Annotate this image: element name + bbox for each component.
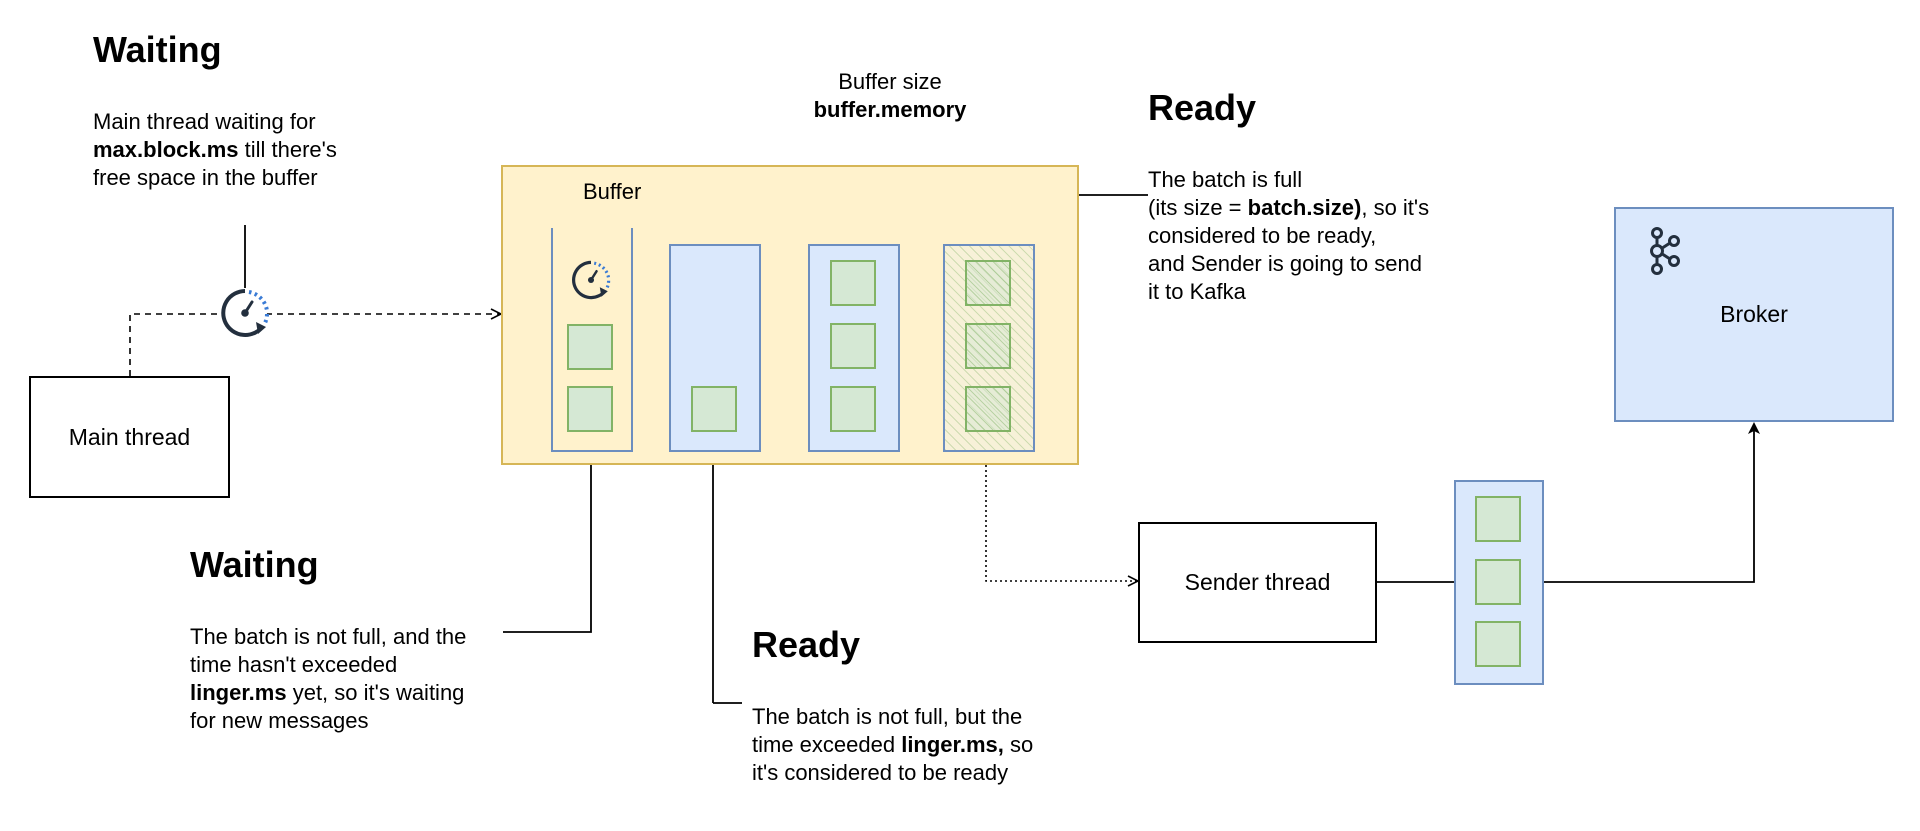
ready-linger-description: The batch is not full, but the time exce… — [752, 704, 1034, 785]
waiting-main-description: Main thread waiting for max.block.ms til… — [93, 109, 337, 190]
kafka-icon — [1650, 227, 1680, 275]
batch-to-sender-connector — [985, 450, 1138, 581]
message-block — [1475, 559, 1521, 605]
buffer-size-label: Buffer size buffer.memory — [813, 69, 967, 122]
batch-waiting[interactable] — [551, 228, 633, 452]
message-block — [1475, 621, 1521, 667]
waiting-batch-description: The batch is not full, and the time hasn… — [190, 624, 467, 733]
batch-in-flight[interactable] — [1454, 480, 1544, 685]
waiting-main-title: Waiting — [93, 29, 222, 70]
message-block — [965, 323, 1011, 369]
message-block — [567, 386, 613, 432]
waiting-batch-arrow — [503, 447, 597, 633]
message-block — [830, 260, 876, 306]
main-thread-label: Main thread — [68, 423, 191, 450]
message-block — [965, 260, 1011, 306]
sender-thread-box[interactable]: Sender thread — [1138, 522, 1377, 643]
buffer-label: Buffer — [583, 179, 642, 204]
timer-icon — [572, 260, 611, 300]
batch-ready-full[interactable] — [943, 244, 1035, 452]
message-block — [567, 324, 613, 370]
sender-thread-label: Sender thread — [1184, 569, 1331, 595]
broker-label: Broker — [1720, 301, 1788, 327]
batch-ready-linger[interactable] — [669, 244, 761, 452]
batch-filling[interactable] — [808, 244, 900, 452]
timer-icon — [221, 289, 269, 337]
ready-full-title: Ready — [1148, 87, 1257, 128]
ready-full-description: The batch is full (its size = batch.size… — [1148, 167, 1430, 304]
waiting-batch-title: Waiting — [190, 544, 319, 585]
main-to-buffer-connector — [129, 314, 501, 376]
ready-linger-title: Ready — [752, 624, 861, 665]
main-thread-box[interactable]: Main thread — [29, 376, 230, 498]
message-block — [830, 323, 876, 369]
message-block — [965, 386, 1011, 432]
message-block — [691, 386, 737, 432]
broker-box[interactable]: Broker — [1614, 207, 1894, 422]
batch-to-broker-arrow — [1544, 422, 1760, 583]
message-block — [1475, 496, 1521, 542]
message-block — [830, 386, 876, 432]
buffer-container[interactable]: Buffer — [501, 165, 1079, 465]
